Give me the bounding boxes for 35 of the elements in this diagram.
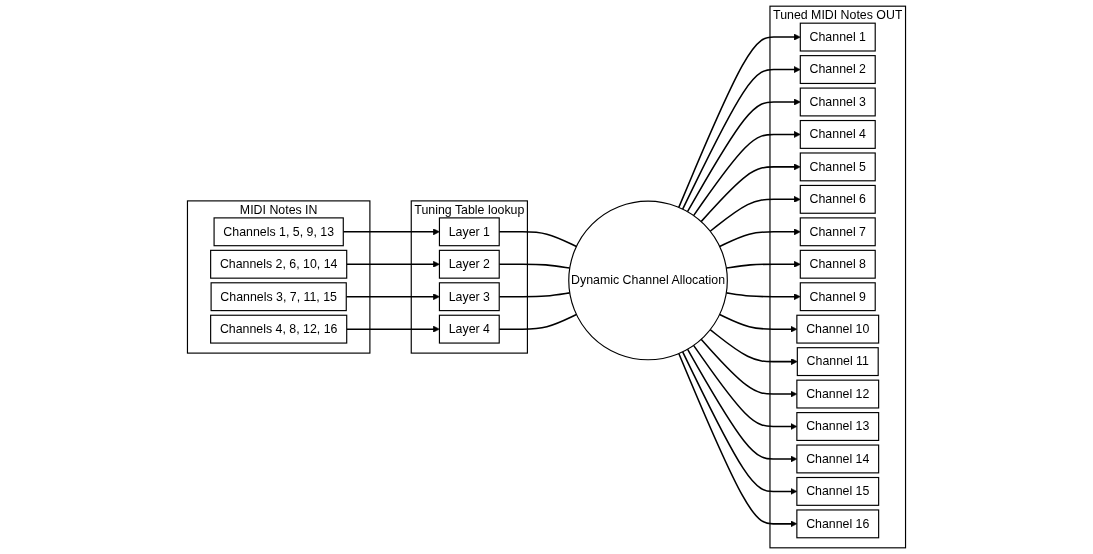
arrow [681, 66, 801, 210]
node-box: Channels 2, 6, 10, 14 [210, 249, 348, 279]
arrow [692, 131, 801, 217]
node-box: Channel 2 [799, 55, 876, 85]
node-box: Channels 3, 7, 11, 15 [210, 282, 347, 312]
node-box: Channels 4, 8, 12, 16 [210, 314, 348, 344]
arrow [718, 228, 801, 248]
arrow [700, 163, 801, 223]
arrow [725, 292, 801, 301]
node-box: Channel 5 [799, 152, 876, 182]
node-box: Layer 1 [438, 217, 500, 247]
node-box: Layer 4 [438, 314, 500, 344]
node-box: Channel 7 [799, 217, 876, 247]
node-box: Channel 6 [799, 184, 876, 214]
node-box: Channel 10 [796, 314, 880, 344]
node-box: Channels 1, 5, 9, 13 [213, 217, 344, 247]
node-box: Channel 13 [796, 412, 880, 441]
arrow [686, 98, 801, 213]
node-box: Channel 4 [799, 119, 876, 149]
node-circle: Dynamic Channel Allocation [568, 200, 728, 361]
node-box: Layer 2 [438, 249, 500, 279]
node-box: Channel 9 [799, 282, 876, 312]
node-box: Channel 14 [796, 444, 880, 474]
arrow [709, 328, 798, 365]
arrow [678, 33, 801, 209]
node-box: Channel 3 [799, 87, 876, 117]
node-box: Channel 15 [796, 476, 880, 506]
node-box: Channel 12 [796, 379, 880, 409]
node-box: Channel 1 [799, 22, 876, 52]
node-box: Channel 8 [799, 249, 876, 279]
node-box: Layer 3 [438, 282, 500, 312]
node-box: Channel 11 [796, 347, 879, 377]
arrow [725, 260, 801, 269]
node-box: Channel 16 [796, 509, 880, 539]
arrow [709, 195, 801, 233]
